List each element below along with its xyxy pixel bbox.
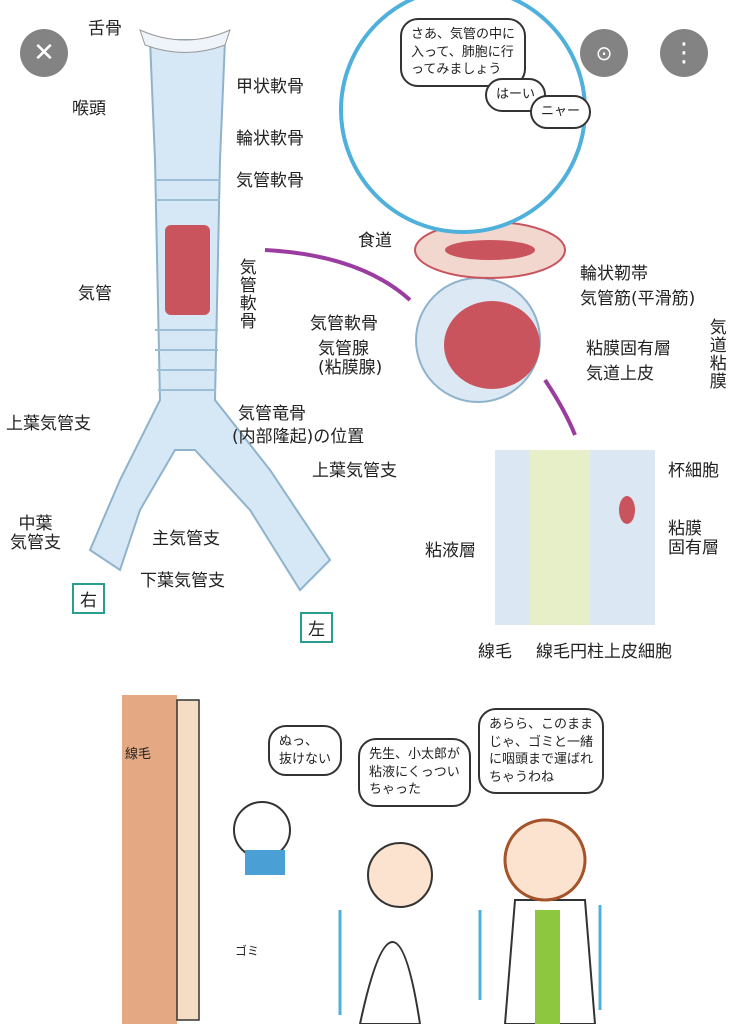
- speech-bubble-cat-top: ニャー: [530, 95, 592, 129]
- label-cell-lamina: 粘膜 固有層: [668, 519, 719, 558]
- label-columnar-cell: 線毛円柱上皮細胞: [536, 642, 672, 662]
- lens-button[interactable]: ⊙: [580, 29, 628, 77]
- label-upper-lobe-right: 上葉気管支: [6, 414, 91, 434]
- label-carina: 気管竜骨: [238, 404, 306, 424]
- close-button[interactable]: ✕: [20, 29, 68, 77]
- label-larynx: 喉頭: [72, 99, 106, 119]
- label-epithelium: 気道上皮: [586, 364, 654, 384]
- label-trachea-cartilage-vertical: 気管軟骨: [235, 258, 256, 330]
- comic-cilia-label: 線毛: [125, 747, 152, 762]
- label-hyoid: 舌骨: [88, 19, 122, 39]
- label-trachea: 気管: [78, 284, 112, 304]
- label-airway-mucosa: 気道粘膜: [705, 318, 726, 390]
- speech-bubble-teacher-top: さあ、気管の中に 入って、肺胞に行 ってみましょう: [400, 18, 527, 87]
- label-annular-ligament: 輪状靭帯: [580, 264, 648, 284]
- label-middle-lobe: 中葉 気管支: [10, 514, 61, 553]
- label-upper-lobe-left: 上葉気管支: [312, 461, 397, 481]
- label-trachea-cartilage: 気管軟骨: [236, 171, 304, 191]
- label-thyroid: 甲状軟骨: [236, 77, 304, 97]
- label-cricoid: 輪状軟骨: [236, 129, 304, 149]
- label-left: 左: [300, 612, 333, 643]
- label-lower-lobe: 下葉気管支: [140, 571, 225, 591]
- label-cilia: 線毛: [478, 642, 512, 662]
- speech-bubble-girl: 先生、小太郎が 粘液にくっつい ちゃった: [358, 738, 472, 807]
- label-right: 右: [72, 583, 105, 614]
- label-main-bronchus: 主気管支: [152, 529, 220, 549]
- close-icon: ✕: [33, 38, 55, 68]
- label-mucus-layer: 粘液層: [425, 541, 476, 561]
- label-goblet-cell: 杯細胞: [668, 461, 719, 481]
- more-options-button[interactable]: ⋮: [660, 29, 708, 77]
- speech-bubble-teacher: あらら、このまま じゃ、ゴミと一緒 に咽頭まで運ばれ ちゃうわね: [478, 708, 605, 795]
- label-esophagus: 食道: [358, 231, 392, 251]
- comic-dust-label: ゴミ: [235, 944, 260, 958]
- label-carina-sub: (内部隆起)の位置: [232, 427, 365, 447]
- label-section-cartilage: 気管軟骨: [310, 314, 378, 334]
- label-gland: 気管腺 (粘膜腺): [318, 339, 383, 378]
- lens-icon: ⊙: [595, 41, 613, 65]
- label-lamina-propria: 粘膜固有層: [586, 339, 671, 359]
- label-trachealis-muscle: 気管筋(平滑筋): [580, 289, 696, 309]
- speech-bubble-cat: ぬっ、 抜けない: [268, 725, 343, 777]
- more-vert-icon: ⋮: [671, 38, 697, 68]
